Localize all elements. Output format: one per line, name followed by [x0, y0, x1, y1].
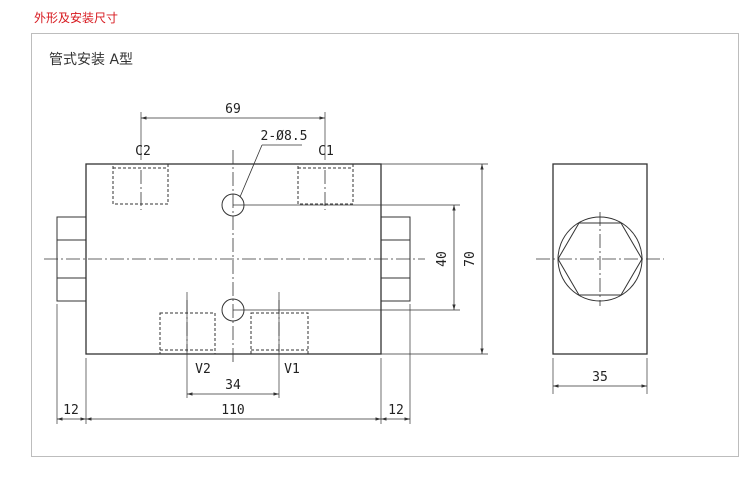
- dim-text-35: 35: [592, 370, 608, 385]
- dim-text-12-right: 12: [388, 403, 404, 418]
- dim-text-34: 34: [225, 378, 241, 393]
- port-c2: [112, 163, 169, 205]
- label-v2: V2: [195, 362, 211, 377]
- port-v2: [159, 312, 216, 355]
- label-c1: C1: [318, 144, 334, 159]
- drawing-subtitle: 管式安装 A型: [49, 52, 134, 68]
- label-v1: V1: [284, 362, 300, 377]
- dim-text-40: 40: [435, 251, 450, 267]
- label-c2: C2: [135, 144, 151, 159]
- hole-leader: [239, 144, 263, 198]
- dim-text-12-left: 12: [63, 403, 79, 418]
- dim-text-110: 110: [221, 403, 244, 418]
- side-view: [536, 163, 664, 394]
- section-title: 外形及安装尺寸: [34, 11, 119, 25]
- dim-text-70: 70: [463, 251, 478, 267]
- label-holes: 2-Ø8.5: [261, 129, 308, 144]
- dim-text-69: 69: [225, 102, 241, 117]
- port-c1: [297, 163, 354, 205]
- port-v1: [250, 312, 309, 355]
- front-view: [44, 112, 488, 424]
- drawing-frame: [31, 33, 739, 457]
